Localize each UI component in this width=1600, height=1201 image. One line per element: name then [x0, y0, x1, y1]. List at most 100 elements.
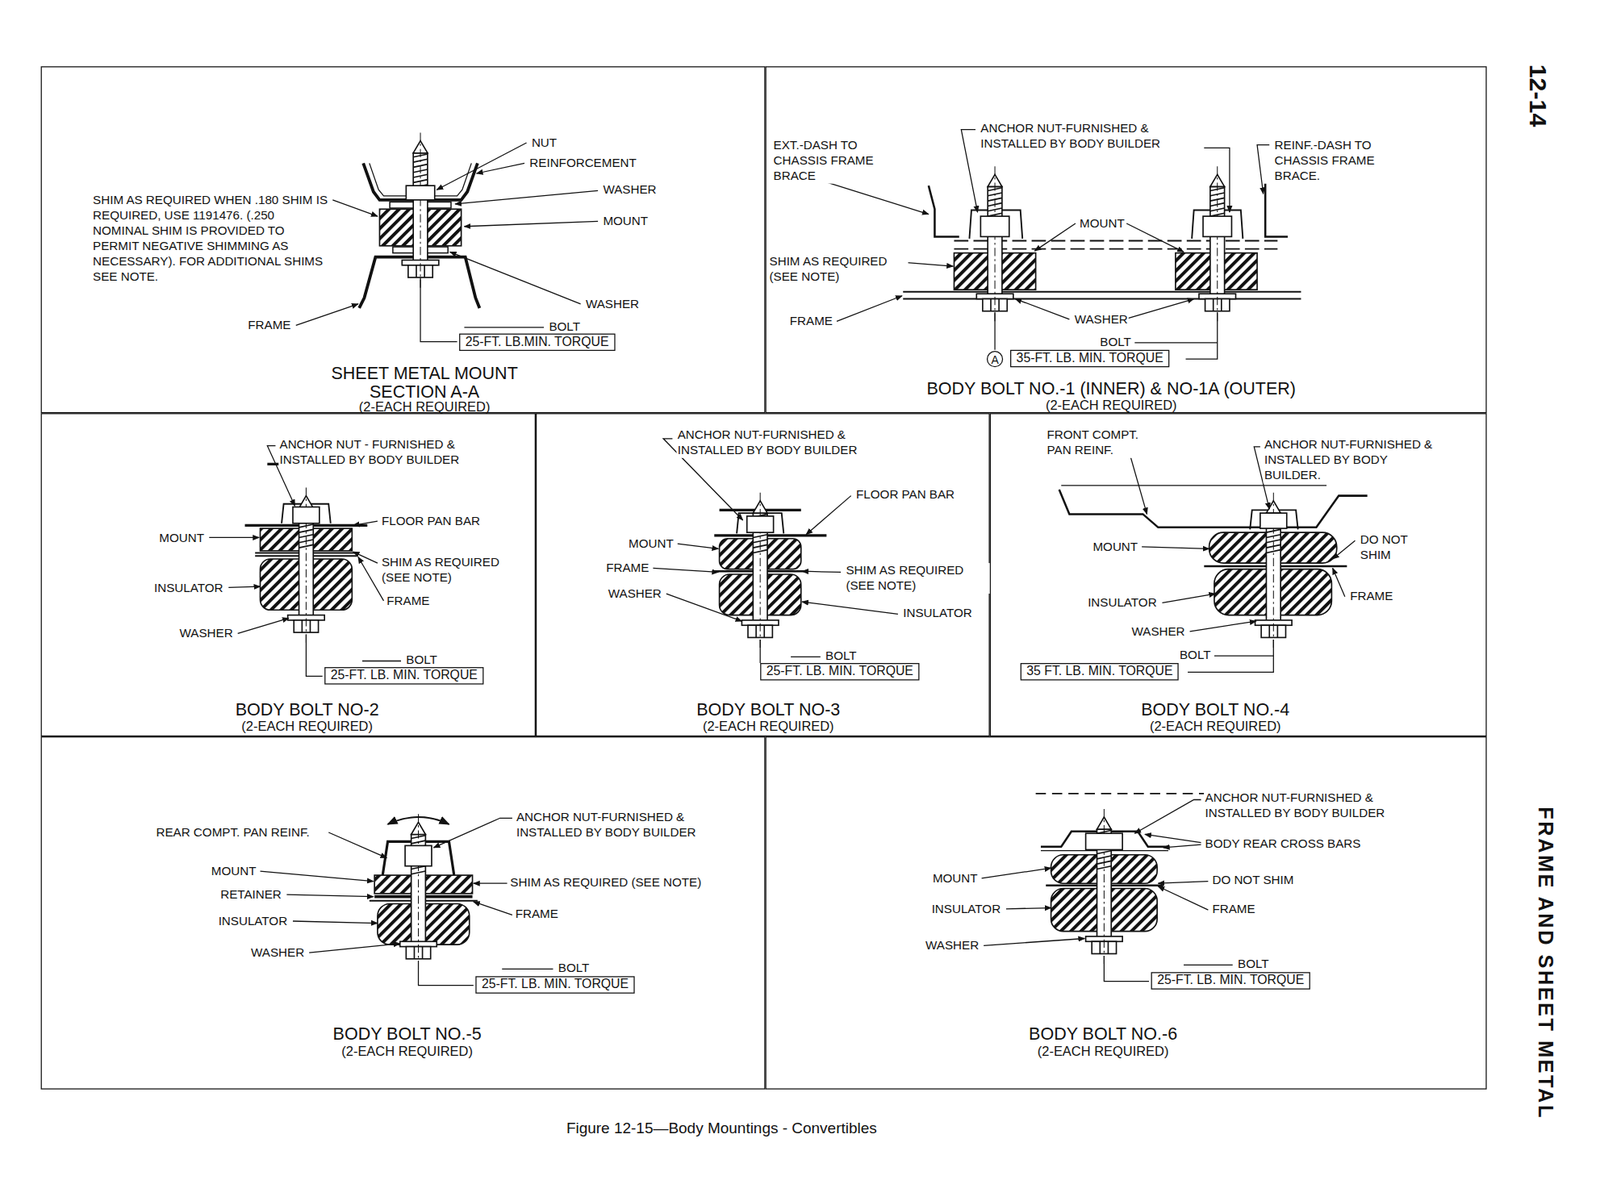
page-number: 12-14 — [1523, 62, 1552, 128]
part-label: FLOOR PAN BAR — [855, 488, 957, 504]
drawing-path — [208, 537, 260, 539]
part-label: MOUNT — [601, 214, 649, 230]
drawing-path — [802, 571, 841, 573]
drawing-path — [824, 181, 929, 214]
drawing-path — [677, 543, 719, 549]
part-label: WASHER — [606, 586, 663, 602]
panel-title: BODY BOLT NO.-5 — [333, 1024, 482, 1045]
drawing-path — [1134, 799, 1201, 834]
quantity-note: (2-EACH REQUIRED) — [702, 718, 835, 734]
drawing-path — [420, 277, 458, 343]
drawing-path — [296, 304, 359, 326]
part-label: BOLT — [824, 648, 858, 665]
torque-spec: 25-FT. LB. MIN. TORQUE — [760, 663, 920, 681]
drawing-path — [1332, 568, 1346, 597]
part-label: ANCHOR NUT-FURNISHED & INSTALLED BY BODY… — [1263, 438, 1445, 485]
drawing-path — [983, 938, 1085, 946]
drawing-path — [1144, 834, 1202, 843]
drawing-path — [1126, 223, 1184, 252]
drawing-path — [436, 142, 527, 190]
part-label: SHIM AS REQUIRED (SEE NOTE) — [844, 563, 991, 594]
drawing-path — [238, 618, 289, 634]
drawing-use — [1255, 492, 1293, 648]
part-label: INSULATOR — [930, 902, 1002, 918]
body-bolt-3-drawing — [652, 438, 899, 664]
panel-title: SHEET METAL MOUNT — [330, 363, 518, 385]
drawing-path — [736, 513, 784, 534]
drawing-path — [994, 312, 995, 351]
part-label: WASHER — [924, 938, 981, 954]
drawing-path — [1186, 312, 1218, 360]
drawing-path — [455, 190, 598, 204]
part-label: WASHER — [584, 296, 641, 313]
part-label: FRAME — [605, 561, 651, 577]
drawing-path — [1036, 793, 1205, 795]
part-label: WASHER — [250, 945, 306, 961]
drawing-path — [1249, 509, 1298, 530]
panel-title: BODY BOLT NO.-6 — [1028, 1024, 1178, 1045]
part-label: FRAME — [789, 314, 835, 331]
part-label: FRAME — [385, 593, 431, 610]
section-tab: FRAME AND SHEET METAL — [1533, 806, 1559, 1121]
panel-title: BODY BOLT NO.-4 — [1140, 700, 1290, 721]
torque-spec: 25-FT. LB.MIN. TORQUE — [459, 334, 615, 351]
drawing-rect — [405, 845, 432, 866]
drawing-path — [418, 960, 474, 986]
quantity-note: (2-EACH REQUIRED) — [1037, 1044, 1170, 1060]
drawing-path — [714, 534, 827, 537]
part-label: SHIM AS REQUIRED (SEE NOTE) — [768, 254, 908, 285]
part-label: SHIM AS REQUIRED (SEE NOTE) — [509, 875, 702, 891]
part-label: MOUNT — [210, 864, 258, 880]
drawing-path — [1134, 342, 1217, 343]
part-label: BOLT — [1098, 334, 1133, 351]
figure-caption: Figure 12-15—Body Mountings - Convertibl… — [566, 1119, 878, 1138]
part-label: MOUNT — [1091, 539, 1139, 556]
drawing-path — [328, 832, 387, 859]
quantity-note: (2-EACH REQUIRED) — [359, 398, 491, 414]
drawing-path — [1103, 956, 1149, 982]
part-label: DO NOT SHIM — [1359, 532, 1423, 564]
drawing-rect — [1260, 513, 1287, 529]
drawing-rect — [980, 216, 1009, 237]
drawing-path — [1015, 299, 1070, 320]
drawing-path — [652, 568, 719, 573]
part-label: FRAME — [513, 906, 560, 923]
drawing-path — [362, 660, 402, 662]
drawing-rect — [292, 507, 320, 524]
body-bolt-6-drawing — [981, 793, 1233, 982]
figure-panel: BODY BOLT NO.-5(2-EACH REQUIRED) — [41, 736, 766, 1091]
drawing-use — [976, 166, 1014, 322]
drawing-g — [652, 438, 899, 622]
part-label: MOUNT — [627, 536, 675, 552]
drawing-path — [1128, 450, 1148, 515]
part-label: SHIM AS REQUIRED (SEE NOTE) — [380, 555, 527, 586]
drawing-path — [960, 129, 978, 213]
part-label: FRAME — [1211, 902, 1257, 918]
drawing-path — [332, 200, 378, 217]
drawing-path — [473, 902, 513, 915]
part-label: BOLT — [1178, 647, 1212, 664]
part-label: DO NOT SHIM — [1211, 873, 1295, 890]
drawing-path — [1006, 908, 1052, 910]
panel-title: BODY BOLT NO-3 — [696, 700, 840, 721]
part-label: ANCHOR NUT - FURNISHED & INSTALLED BY BO… — [278, 438, 480, 469]
part-label: BOLT — [547, 319, 581, 335]
panel-title: BODY BOLT NO.-1 (INNER) & NO-1A (OUTER) — [926, 379, 1296, 400]
drawing-path — [286, 894, 373, 898]
drawing-path — [1141, 547, 1209, 550]
drawing-path — [305, 634, 322, 677]
drawing-path — [463, 326, 544, 328]
part-label: ANCHOR NUT-FURNISHED & INSTALLED BY BODY… — [979, 121, 1181, 152]
part-label: ANCHOR NUT-FURNISHED & INSTALLED BY BODY… — [515, 810, 732, 841]
drawing-path — [1059, 489, 1368, 528]
drawing-path — [353, 551, 378, 564]
part-label: MOUNT — [931, 871, 979, 887]
drawing-path — [1157, 886, 1208, 911]
drawing-path — [309, 944, 401, 953]
drawing-path — [1061, 484, 1327, 486]
drawing-g — [208, 446, 384, 635]
drawing-path — [281, 504, 331, 524]
part-label: REINFORCEMENT — [528, 155, 638, 172]
part-label: REAR COMPT. PAN REINF. — [154, 825, 311, 841]
drawing-path — [1157, 881, 1208, 885]
